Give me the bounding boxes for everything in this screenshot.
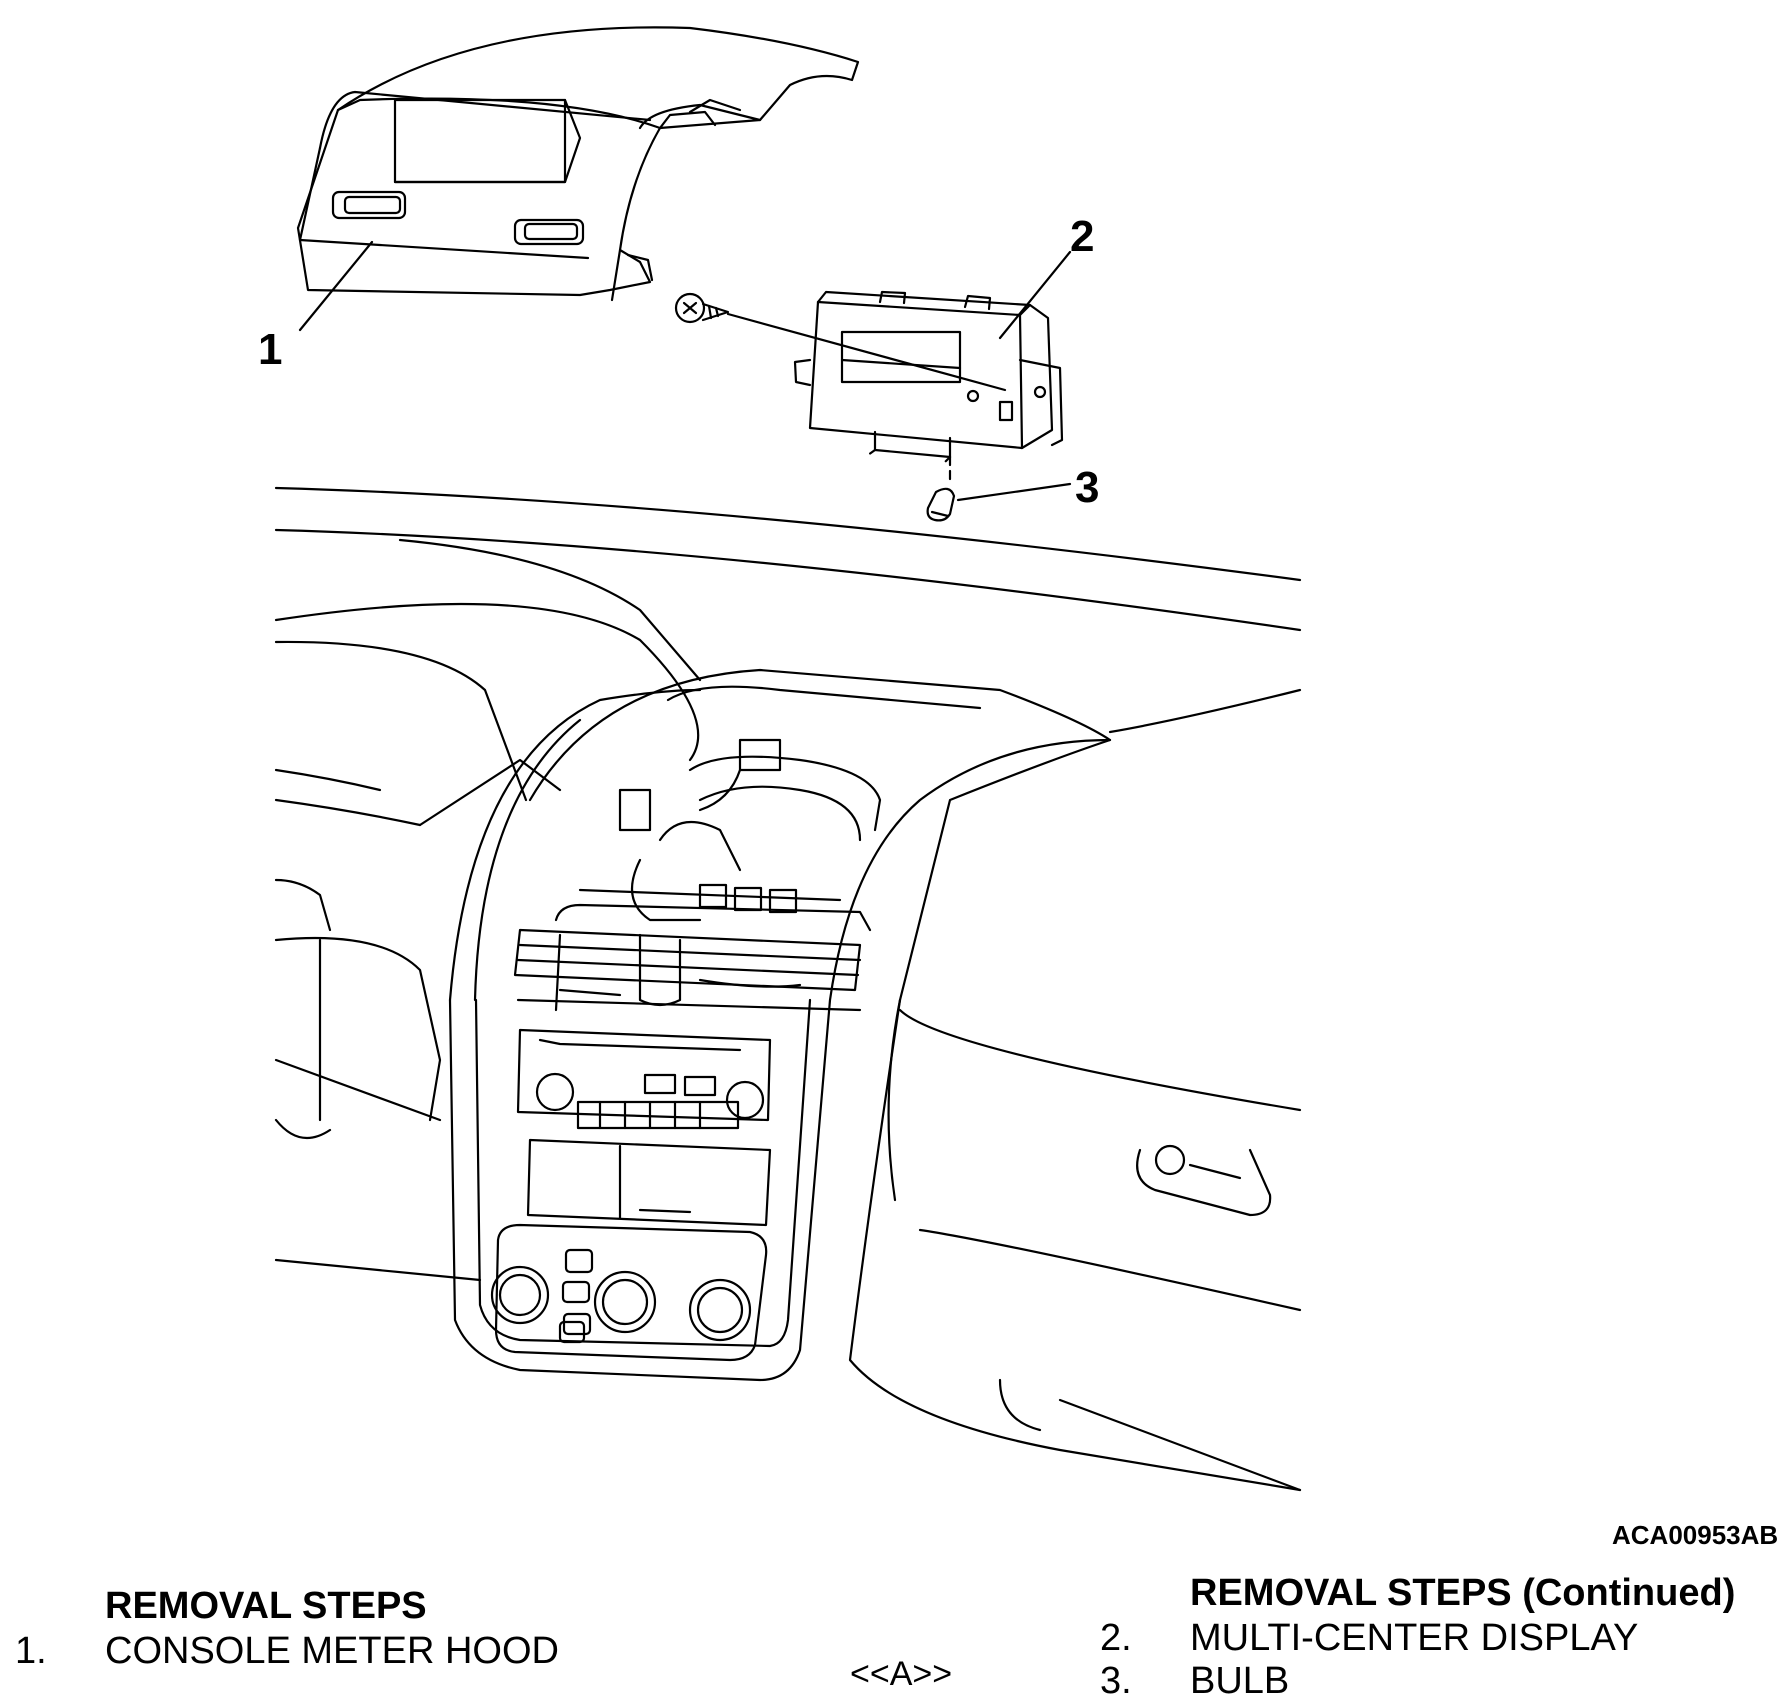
screw-drawing [674, 292, 730, 324]
leader-line-3 [956, 482, 1072, 502]
bulb-drawing [926, 487, 956, 522]
step-number: 3. [1100, 1660, 1132, 1702]
callout-2: 2 [1070, 212, 1095, 261]
step-label: MULTI-CENTER DISPLAY [1190, 1617, 1639, 1659]
leader-line-2 [998, 250, 1072, 340]
dashboard-exploded-illustration [274, 26, 1302, 1492]
reference-mark: <<A>> [850, 1655, 953, 1693]
instrument-panel-drawing [274, 486, 1302, 1492]
callout-3: 3 [1075, 463, 1100, 512]
step-label: CONSOLE METER HOOD [105, 1630, 559, 1672]
removal-steps-continued-title: REMOVAL STEPS (Continued) [1190, 1572, 1736, 1614]
step-number: 2. [1100, 1617, 1132, 1659]
callout-1: 1 [258, 325, 283, 374]
leader-line-1 [298, 240, 374, 332]
step-number: 1. [15, 1630, 47, 1672]
removal-steps-title: REMOVAL STEPS [105, 1585, 427, 1627]
figure-code: ACA00953AB [1612, 1520, 1779, 1550]
step-label: BULB [1190, 1660, 1290, 1702]
screw-leader-line [726, 312, 1007, 392]
console-meter-hood-drawing [296, 26, 860, 302]
multi-center-display-drawing [793, 290, 1064, 482]
